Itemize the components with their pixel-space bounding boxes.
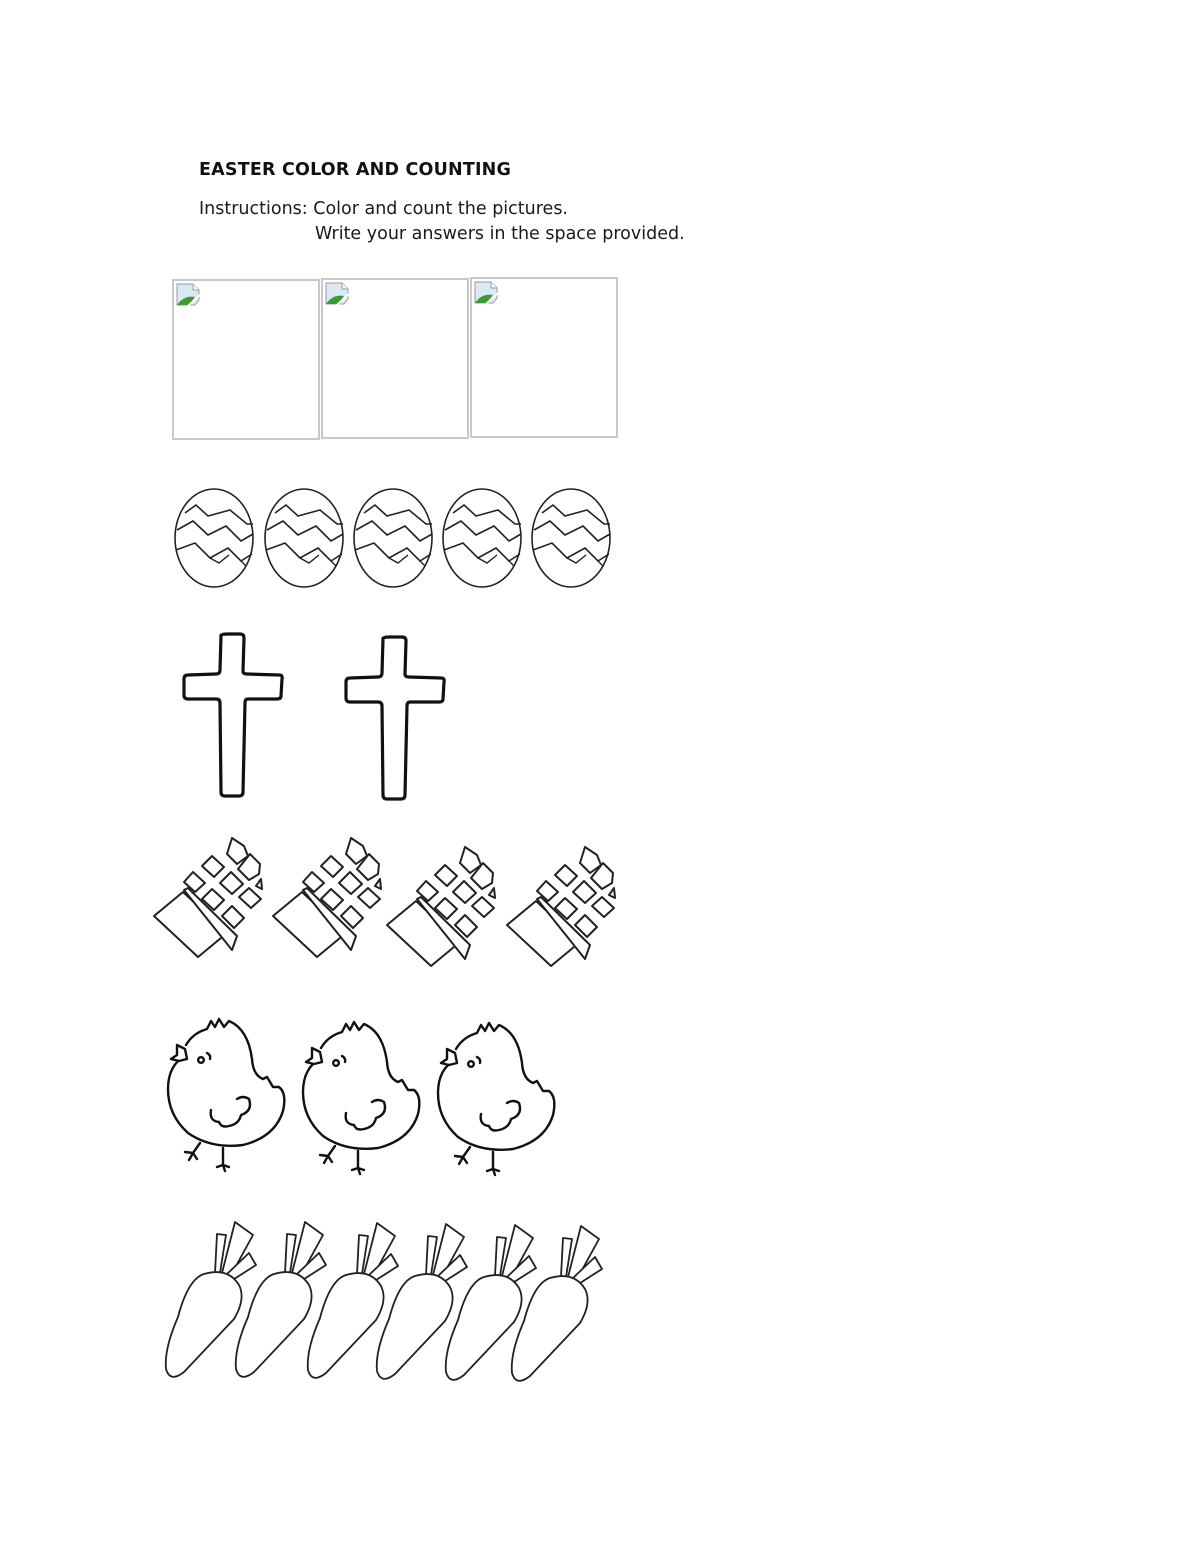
chick-icon <box>301 1020 421 1176</box>
cross-icon <box>344 635 446 801</box>
broken-image-icon <box>176 283 201 307</box>
broken-image-placeholder-3 <box>470 277 618 438</box>
instructions-line-2: Write your answers in the space provided… <box>315 224 685 244</box>
chick-icon <box>166 1017 286 1173</box>
chocolate-bar-icon <box>153 837 263 958</box>
worksheet-title: EASTER COLOR AND COUNTING <box>199 160 512 180</box>
easter-egg-icon <box>531 488 611 588</box>
chocolate-bar-icon <box>506 846 616 967</box>
broken-image-placeholder-2 <box>321 278 469 439</box>
chocolate-bar-icon <box>272 837 382 958</box>
broken-image-placeholder-1 <box>172 279 320 440</box>
easter-egg-icon <box>174 488 254 588</box>
cross-icon <box>182 632 284 798</box>
chick-icon <box>436 1021 556 1177</box>
easter-egg-icon <box>264 488 344 588</box>
easter-egg-icon <box>353 488 433 588</box>
broken-image-icon <box>325 282 350 306</box>
broken-image-icon <box>474 281 499 305</box>
carrot-icon <box>510 1225 603 1382</box>
easter-egg-icon <box>442 488 522 588</box>
instructions-line-1: Instructions: Color and count the pictur… <box>199 199 568 219</box>
chocolate-bar-icon <box>386 846 496 967</box>
